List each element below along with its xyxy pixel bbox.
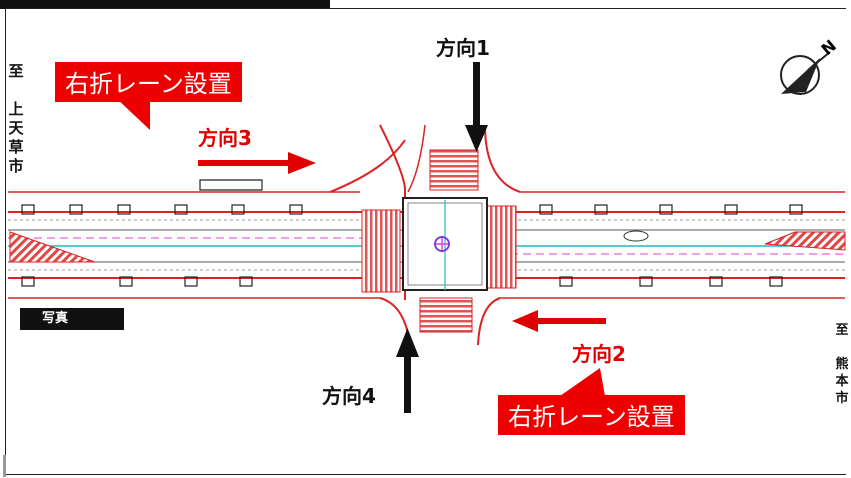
callout-right-tail xyxy=(560,368,605,396)
direction-4-label: 方向4 xyxy=(322,384,376,408)
compass-icon xyxy=(780,51,831,95)
header-bar xyxy=(0,0,330,9)
arrow-direction-3 xyxy=(198,152,316,174)
diagram-frame xyxy=(5,8,846,475)
arrow-direction-4 xyxy=(396,328,419,413)
direction-2-label: 方向2 xyxy=(572,342,626,366)
callout-left-tail xyxy=(115,97,150,130)
destination-right: 至熊本市 xyxy=(835,323,849,406)
arrow-direction-2 xyxy=(512,310,606,332)
main-road xyxy=(8,191,845,299)
destination-left: 至上天草市 xyxy=(8,62,24,175)
arrow-direction-1 xyxy=(465,62,488,152)
callout-right: 右折レーン設置 xyxy=(498,395,685,435)
cross-street xyxy=(329,124,521,346)
hatched-islands xyxy=(9,230,846,263)
direction-3-label: 方向3 xyxy=(198,126,252,150)
photo-label: 写真 xyxy=(20,308,124,330)
roadside-structures xyxy=(21,179,803,287)
direction-1-label: 方向1 xyxy=(436,36,490,60)
left-edge-mark xyxy=(3,455,6,477)
callout-left: 右折レーン設置 xyxy=(55,62,242,102)
